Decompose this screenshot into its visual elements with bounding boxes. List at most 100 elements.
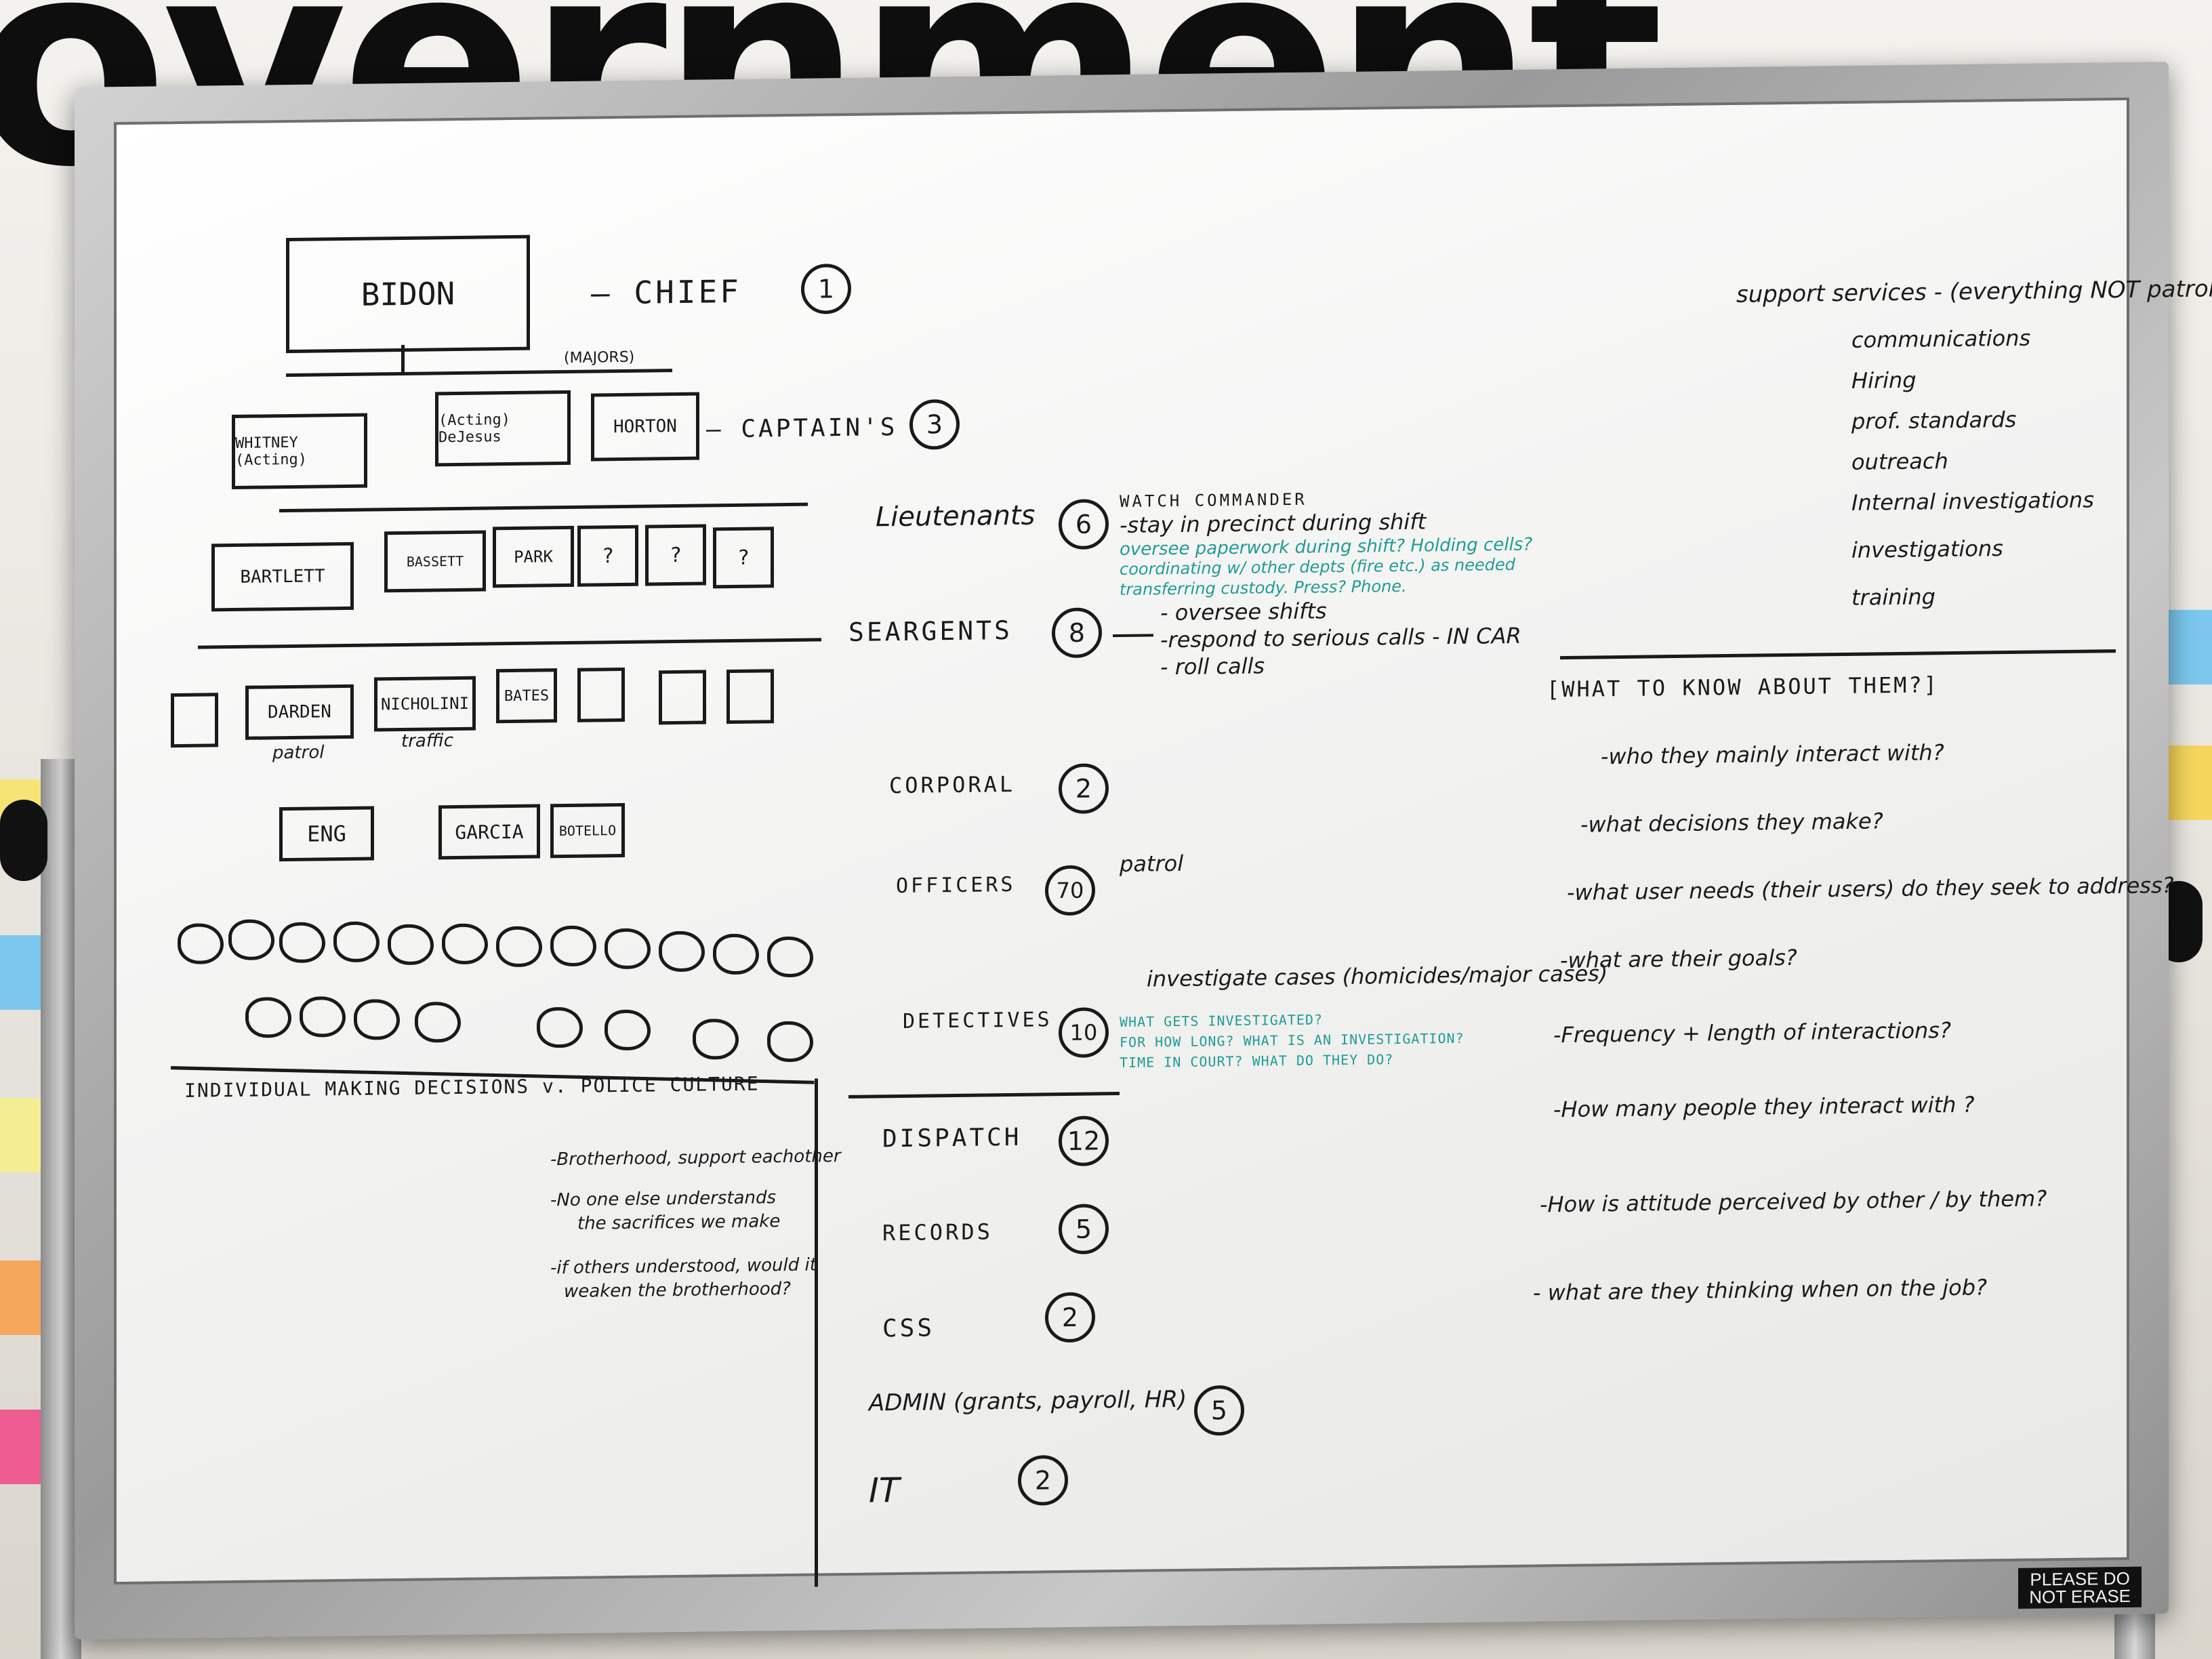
whiteboard: BIDON — CHIEF 1 (MAJORS) WHITNEY (Acting… [114, 97, 2212, 1587]
sergeant-note: - oversee shifts [1160, 598, 1327, 626]
lieutenant-box: ? [577, 525, 638, 587]
detectives-teal-note: TIME IN COURT? WHAT DO THEY DO? [1120, 1051, 1394, 1071]
stand-knob [0, 800, 47, 881]
officer-oval [550, 925, 596, 967]
stay-in-precinct-note: -stay in precinct during shift [1120, 508, 1427, 539]
officer-oval [659, 930, 705, 972]
officer-oval [605, 1009, 651, 1051]
what-to-know-question: -what user needs (their users) do they s… [1567, 872, 2174, 905]
rank-label: OFFICERS [896, 872, 1016, 899]
officer-oval [767, 1021, 813, 1063]
whiteboard-frame: BIDON — CHIEF 1 (MAJORS) WHITNEY (Acting… [75, 62, 2212, 1639]
support-services-item: training [1851, 583, 1936, 611]
officer-oval [228, 919, 274, 961]
officer-oval [496, 926, 542, 968]
rank-count: 6 [1059, 499, 1109, 550]
lieutenant-teal-note: transferring custody. Press? Phone. [1120, 576, 1407, 600]
chief-label: — CHIEF [591, 272, 741, 312]
what-to-know-question: -who they mainly interact with? [1601, 739, 1944, 770]
captains-count: 3 [909, 398, 960, 450]
sergeant-box [577, 667, 625, 722]
detectives-note: investigate cases (homicides/major cases… [1147, 960, 1608, 992]
officer-oval [442, 923, 488, 965]
rank-label: SEARGENTS [848, 615, 1012, 647]
unit-count: 12 [1059, 1115, 1109, 1167]
detectives-teal-note: FOR HOW LONG? WHAT IS AN INVESTIGATION? [1120, 1029, 1465, 1051]
sergeant-box [171, 693, 218, 748]
detectives-teal-note: WHAT GETS INVESTIGATED? [1120, 1011, 1323, 1031]
lieutenant-teal-note: coordinating w/ other depts (fire etc.) … [1120, 554, 1516, 579]
lieutenant-box: ? [713, 527, 774, 589]
support-services-item: Hiring [1851, 367, 1917, 394]
culture-heading: INDIVIDUAL MAKING DECISIONS v. POLICE CU… [184, 1072, 760, 1102]
corporal-box: ENG [279, 806, 374, 862]
unit-count: 5 [1059, 1204, 1109, 1255]
lieutenant-box: BARTLETT [211, 541, 354, 612]
officer-oval [767, 936, 813, 978]
connector [1113, 634, 1153, 638]
officer-oval [178, 923, 224, 965]
officer-oval [713, 933, 759, 975]
connector [279, 502, 808, 513]
chief-box: BIDON [286, 234, 530, 354]
captain-box: WHITNEY (Acting) [232, 413, 367, 490]
lieutenant-box: PARK [493, 525, 574, 588]
sergeant-box [726, 669, 774, 724]
divider [1560, 649, 2116, 660]
culture-line: the sacrifices we make [577, 1211, 781, 1234]
rank-label: DETECTIVES [903, 1008, 1052, 1033]
officer-oval [245, 996, 291, 1038]
officer-oval [354, 999, 400, 1040]
sergeant-note: -respond to serious calls - IN CAR [1160, 622, 1521, 653]
officer-oval [415, 1001, 461, 1043]
corporal-box: BOTELLO [550, 802, 625, 859]
what-to-know-question: -How many people they interact with ? [1553, 1091, 1975, 1123]
sergeant-note: - roll calls [1160, 653, 1265, 680]
support-services-item: communications [1851, 325, 2031, 353]
unit-label: IT [869, 1471, 900, 1511]
majors-note: (MAJORS) [564, 348, 635, 367]
divider [848, 1092, 1120, 1099]
unit-label: RECORDS [882, 1218, 993, 1246]
officer-oval [693, 1018, 739, 1060]
what-to-know-question: -what decisions they make? [1580, 808, 1883, 838]
sergeant-box: BATES [496, 668, 557, 724]
officer-oval [333, 921, 380, 963]
watch-commander-note: WATCH COMMANDER [1120, 489, 1307, 512]
sergeant-box: NICHOLINI [374, 676, 476, 732]
officer-oval [279, 922, 325, 964]
rank-label: Lieutenants [876, 499, 1036, 533]
support-services-item: Internal investigations [1851, 487, 2094, 516]
sergeant-box: DARDEN [245, 684, 354, 740]
what-to-know-heading: [WHAT TO KNOW ABOUT THEM?] [1547, 672, 1939, 703]
unit-count: 2 [1018, 1454, 1068, 1506]
corporal-box: GARCIA [438, 804, 540, 860]
officer-oval [388, 924, 434, 966]
captain-box: HORTON [591, 392, 699, 462]
chief-count: 1 [801, 263, 851, 314]
culture-line: weaken the brotherhood? [564, 1278, 791, 1303]
lieutenant-box: ? [645, 524, 706, 586]
support-services-item: investigations [1851, 535, 2003, 563]
captains-label: — CAPTAIN'S [706, 413, 898, 444]
culture-line: -No one else understands [550, 1187, 777, 1211]
sergeant-box [659, 670, 706, 725]
what-to-know-question: -what are their goals? [1560, 944, 1797, 974]
culture-line: -Brotherhood, support eachother [550, 1146, 841, 1170]
what-to-know-question: -How is attitude perceived by other / by… [1540, 1185, 2047, 1218]
darden-note: patrol [272, 742, 325, 764]
connector [401, 344, 405, 372]
officers-note: patrol [1120, 850, 1184, 878]
rank-count: 10 [1059, 1007, 1109, 1059]
unit-count: 2 [1045, 1292, 1095, 1343]
rank-count: 70 [1045, 865, 1095, 916]
do-not-erase-label: PLEASE DO NOT ERASE [2018, 1566, 2142, 1609]
nicholini-note: traffic [401, 731, 454, 752]
unit-label: ADMIN (grants, payroll, HR) [869, 1385, 1187, 1417]
what-to-know-question: -Frequency + length of interactions? [1553, 1017, 1951, 1048]
officer-oval [300, 996, 346, 1038]
connector [286, 369, 672, 377]
unit-label: DISPATCH [882, 1123, 1022, 1153]
rank-count: 2 [1059, 763, 1109, 815]
captain-box: (Acting) DeJesus [435, 390, 571, 467]
